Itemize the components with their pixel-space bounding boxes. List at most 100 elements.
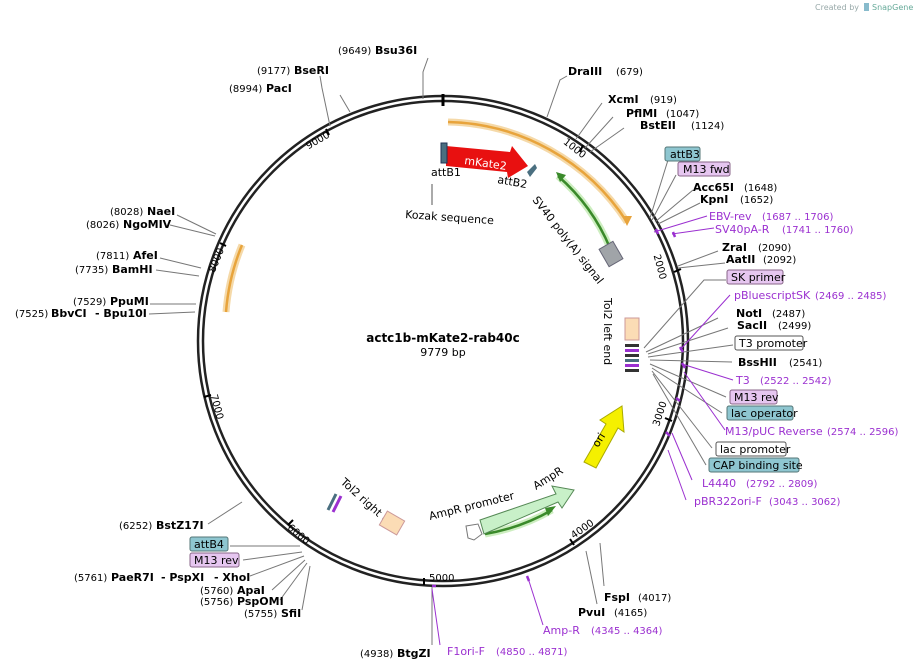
orange-arc-top xyxy=(447,120,629,223)
plasmid-name: actc1b-mKate2-rab40c xyxy=(366,331,520,345)
box-m13rev-left-label: M13 rev xyxy=(194,554,239,567)
site-bamhi[interactable]: BamHI xyxy=(112,263,153,276)
site-draiii[interactable]: DraIII xyxy=(568,65,602,78)
tick-8000: 8000 xyxy=(207,247,227,275)
primer-ticks xyxy=(432,228,687,588)
box-t3-promoter[interactable] xyxy=(734,335,804,351)
box-attb4[interactable] xyxy=(189,536,229,552)
site-paci[interactable]: PacI xyxy=(266,82,292,95)
connector-lines xyxy=(148,57,734,645)
site-pvui-pos: (4165) xyxy=(614,608,647,619)
site-ppumi[interactable]: PpuMI xyxy=(110,295,149,308)
site-zrai-pos: (2090) xyxy=(758,243,791,254)
site-zrai[interactable]: ZraI xyxy=(722,241,747,254)
primer-pbr322ori-f-pos: (3043 .. 3062) xyxy=(769,497,841,508)
site-bsu36i-pos: (9649) xyxy=(338,46,371,57)
site-noti[interactable]: NotI xyxy=(736,307,762,320)
site-btgzi[interactable]: BtgZI xyxy=(397,647,431,660)
site-pvui[interactable]: PvuI xyxy=(578,606,605,619)
primer-ebv-rev[interactable]: EBV-rev xyxy=(709,210,752,223)
site-bseri[interactable]: BseRI xyxy=(294,64,329,77)
site-ngomiv-pos: (8026) xyxy=(86,220,119,231)
site-pflmi[interactable]: PflMI xyxy=(626,107,657,120)
tol2-left-label: Tol2 left end xyxy=(601,297,614,365)
primer-l4440[interactable]: L4440 xyxy=(702,477,736,490)
mkate2-label: mKate2 xyxy=(464,154,508,173)
site-pspxi[interactable]: - PspXI xyxy=(161,571,204,584)
site-bsshii[interactable]: BssHII xyxy=(738,356,777,369)
primer-amp-r[interactable]: Amp-R xyxy=(543,624,580,637)
primer-amp-r-pos: (4345 .. 4364) xyxy=(591,626,663,637)
ori-feature[interactable] xyxy=(583,405,625,469)
site-fspi[interactable]: FspI xyxy=(604,591,630,604)
site-bpu10i[interactable]: - Bpu10I xyxy=(95,307,147,320)
attb1-label: attB1 xyxy=(431,166,461,179)
site-paci-pos: (8994) xyxy=(229,84,262,95)
site-aatii[interactable]: AatII xyxy=(726,253,755,266)
primer-f1ori-f[interactable]: F1ori-F xyxy=(447,645,485,658)
green-arc-sv40 xyxy=(557,175,612,249)
primer-m13puc-reverse-pos: (2574 .. 2596) xyxy=(827,427,899,438)
site-xhoi[interactable]: - XhoI xyxy=(214,571,250,584)
site-xcmi[interactable]: XcmI xyxy=(608,93,639,106)
box-lac-operator-label: lac operator xyxy=(731,407,798,420)
attb1-marker xyxy=(440,142,448,164)
primer-t3[interactable]: T3 xyxy=(735,374,750,387)
site-bstz17i-pos: (6252) xyxy=(119,521,152,532)
box-attb4-label: attB4 xyxy=(194,538,224,551)
primer-m13puc-reverse[interactable]: M13/pUC Reverse xyxy=(725,425,823,438)
box-lac-promoter-label: lac promoter xyxy=(720,443,791,456)
box-sk-primer[interactable] xyxy=(726,269,784,285)
box-sk-primer-label: SK primer xyxy=(731,271,786,284)
primer-f1ori-f-pos: (4850 .. 4871) xyxy=(496,647,568,658)
credit-brand[interactable]: SnapGene xyxy=(872,3,913,12)
site-bsteii[interactable]: BstEII xyxy=(640,119,676,132)
ampr-feature[interactable] xyxy=(479,485,575,535)
site-afei[interactable]: AfeI xyxy=(133,249,158,262)
site-afei-pos: (7811) xyxy=(96,251,129,262)
site-bstz17i[interactable]: BstZ17I xyxy=(156,519,204,532)
site-kpni[interactable]: KpnI xyxy=(700,193,728,206)
site-bamhi-pos: (7735) xyxy=(75,265,108,276)
site-pspomi[interactable]: PspOMI xyxy=(237,595,284,608)
box-m13rev-right[interactable] xyxy=(729,389,778,405)
primer-pbr322ori-f[interactable]: pBR322ori-F xyxy=(694,495,762,508)
site-bsshii-pos: (2541) xyxy=(789,358,822,369)
tick-6000: 6000 xyxy=(285,523,312,548)
site-paer7i[interactable]: PaeR7I xyxy=(111,571,154,584)
box-t3-promoter-label: T3 promoter xyxy=(738,337,808,350)
orange-arc-left-glow xyxy=(222,243,246,313)
site-sfii[interactable]: SfiI xyxy=(281,607,301,620)
site-pspomi-pos: (5756) xyxy=(200,597,233,608)
orange-arc-top-arrow xyxy=(622,216,632,226)
site-xcmi-pos: (919) xyxy=(650,95,677,106)
primer-sv40pa-r[interactable]: SV40pA-R xyxy=(715,223,770,236)
site-naei-pos: (8028) xyxy=(110,207,143,218)
sv40-box[interactable] xyxy=(598,240,624,268)
box-cap-binding-site[interactable] xyxy=(708,457,800,473)
site-paer7i-pos: (5761) xyxy=(74,573,107,584)
site-aatii-pos: (2092) xyxy=(763,255,796,266)
box-m13rev-left[interactable] xyxy=(189,552,240,568)
site-bsu36i[interactable]: Bsu36I xyxy=(375,44,417,57)
site-apai[interactable]: ApaI xyxy=(237,584,265,597)
box-attb3-label: attB3 xyxy=(670,148,700,161)
primer-pbluescriptsk[interactable]: pBluescriptSK xyxy=(734,289,811,302)
tol2-left-box[interactable] xyxy=(624,317,640,341)
green-arc-bottom-arrow xyxy=(545,506,556,516)
box-attb3[interactable] xyxy=(664,146,701,162)
box-lac-promoter[interactable] xyxy=(715,441,787,457)
sv40-label: SV40 poly(A) signal xyxy=(530,194,606,287)
site-noti-pos: (2487) xyxy=(772,309,805,320)
tol2-right-box[interactable] xyxy=(378,510,406,536)
site-bbvci[interactable]: BbvCI xyxy=(51,307,87,320)
attb4-markers xyxy=(326,493,343,513)
site-sacii[interactable]: SacII xyxy=(737,319,767,332)
tick-9000: 9000 xyxy=(304,130,332,152)
site-naei[interactable]: NaeI xyxy=(147,205,175,218)
box-lac-operator[interactable] xyxy=(726,405,794,421)
box-m13fwd[interactable] xyxy=(677,161,731,177)
site-ngomiv[interactable]: NgoMIV xyxy=(123,218,172,231)
mkate2-feature[interactable] xyxy=(446,146,528,178)
site-acc65i[interactable]: Acc65I xyxy=(693,181,734,194)
